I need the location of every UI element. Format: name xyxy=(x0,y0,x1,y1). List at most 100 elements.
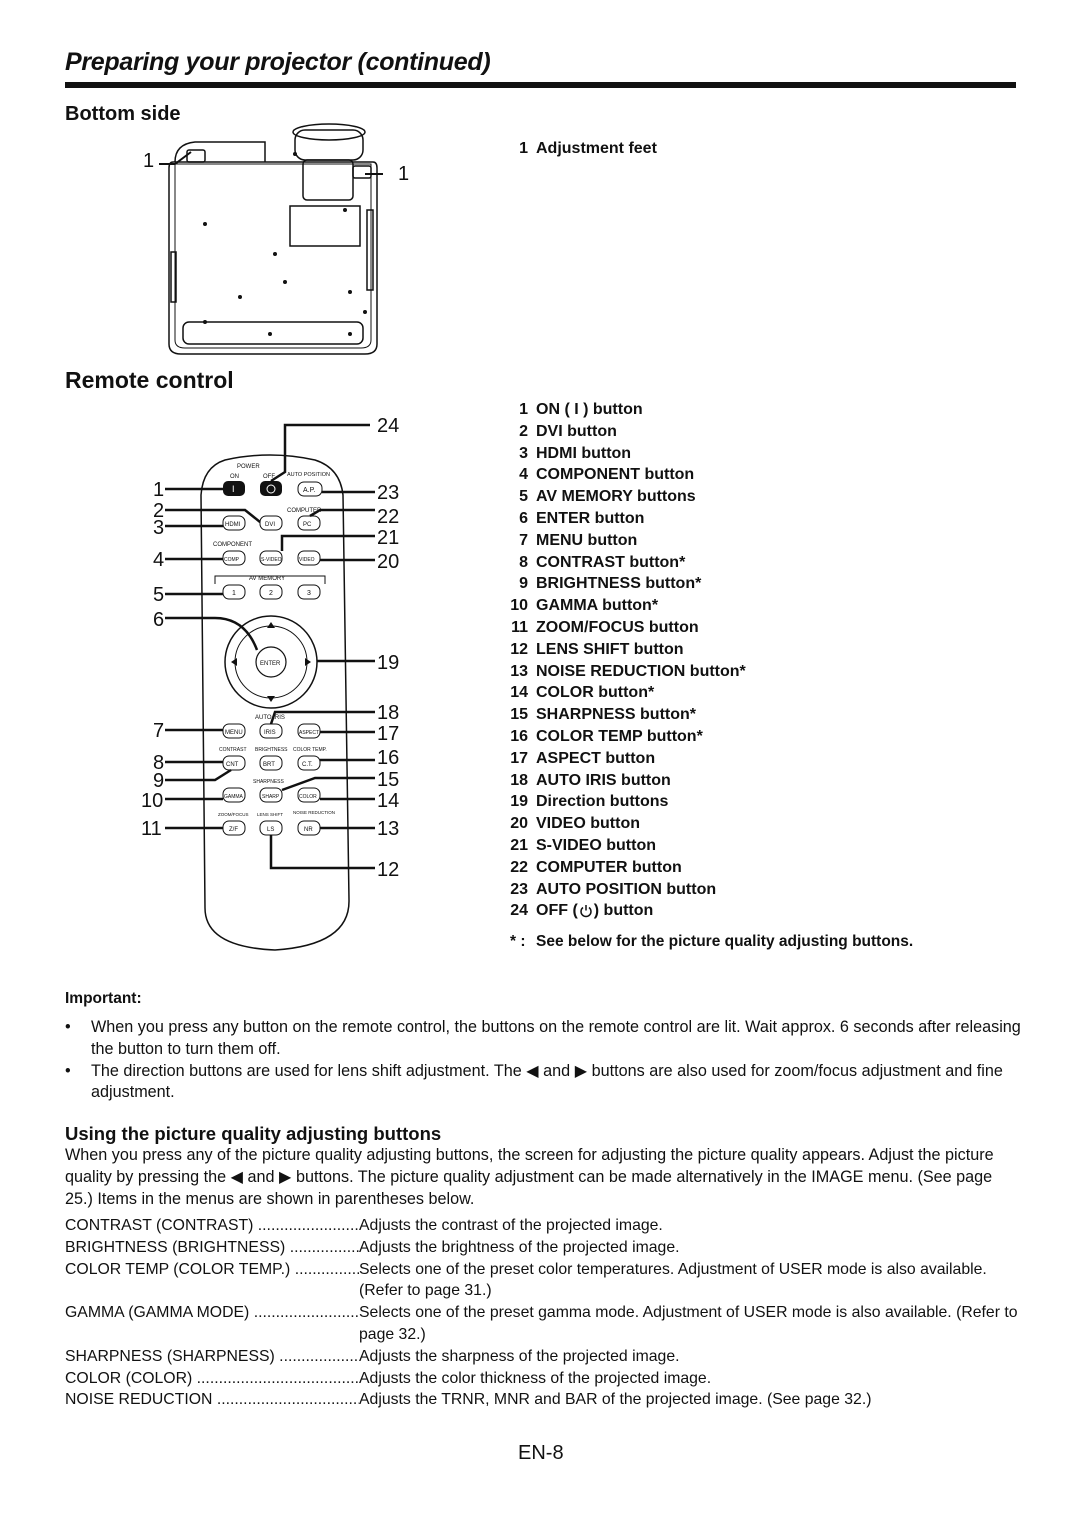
gamma-button[interactable] xyxy=(222,787,246,803)
remote-callout-2: 2 xyxy=(153,500,164,522)
remote-callout-24: 24 xyxy=(377,415,399,437)
definition-row: COLOR (COLOR)Adjusts the color thickness… xyxy=(65,1368,1020,1390)
left-arrow-icon: ◀ xyxy=(230,1167,244,1186)
right-arrow-icon: ▶ xyxy=(279,1167,292,1186)
remote-callout-17: 17 xyxy=(377,723,399,745)
definition-term: COLOR TEMP (COLOR TEMP.) xyxy=(65,1259,359,1303)
mem3-label: 3 xyxy=(307,590,311,597)
important-heading: Important: xyxy=(65,990,142,1007)
ls-label: LS xyxy=(267,827,274,833)
footnote-text: See below for the picture quality adjust… xyxy=(536,933,914,950)
item-number: 14 xyxy=(510,684,528,702)
sharp-button[interactable] xyxy=(259,787,283,803)
remote-control-heading: Remote control xyxy=(65,367,234,393)
list-item: 1 Adjustment feet xyxy=(502,138,902,160)
item-label: Direction buttons xyxy=(536,793,669,811)
remote-callout-16: 16 xyxy=(377,747,399,769)
remote-callout-10: 10 xyxy=(141,790,163,812)
remote-callout-11: 11 xyxy=(141,818,162,840)
mem3-button[interactable] xyxy=(297,584,321,600)
important-notes: • When you press any button on the remot… xyxy=(65,1017,1025,1104)
color-button[interactable] xyxy=(297,787,321,803)
mem2-label: 2 xyxy=(269,590,273,597)
bullet-dot: • xyxy=(65,1061,71,1080)
svideo-button[interactable] xyxy=(259,550,283,566)
definition-row: CONTRAST (CONTRAST)Adjusts the contrast … xyxy=(65,1215,1020,1237)
definition-row: NOISE REDUCTIONAdjusts the TRNR, MNR and… xyxy=(65,1389,1020,1411)
definition-desc: Adjusts the contrast of the projected im… xyxy=(359,1217,663,1234)
menu-label: MENU xyxy=(225,730,243,736)
definition-term: CONTRAST (CONTRAST) xyxy=(65,1215,359,1237)
off-button[interactable] xyxy=(260,481,282,496)
item-number: 16 xyxy=(510,727,528,745)
bottom-side-list: 1 Adjustment feet xyxy=(502,138,902,160)
list-item: 8 CONTRAST button* xyxy=(502,552,1022,574)
footnote-mark: * : xyxy=(510,933,526,950)
video-button[interactable] xyxy=(297,550,321,566)
bottom-callout-left: 1 xyxy=(143,150,155,172)
aspect-label: ASPECT xyxy=(299,730,319,736)
remote-callout-8: 8 xyxy=(153,752,164,774)
color-label: COLOR xyxy=(299,794,317,800)
cnt-label: CNT xyxy=(226,762,239,768)
item-label: ON ( I ) button xyxy=(536,401,643,418)
remote-callout-4: 4 xyxy=(153,549,164,571)
item-label: AUTO POSITION button xyxy=(536,880,717,898)
definition-desc: Selects one of the preset color temperat… xyxy=(359,1260,987,1300)
lens-shift-label: LENS SHIFT xyxy=(257,812,283,817)
pc-button[interactable] xyxy=(297,515,321,531)
ap-button[interactable] xyxy=(297,481,323,497)
remote-callout-5: 5 xyxy=(153,584,164,606)
item-number: 1 xyxy=(519,140,528,157)
bottom-callout-right: 1 xyxy=(398,163,410,185)
item-number: 8 xyxy=(519,553,528,571)
remote-callout-12: 12 xyxy=(377,859,399,881)
svg-text:I: I xyxy=(232,484,235,494)
item-label: CONTRAST button* xyxy=(536,553,686,571)
remote-callout-19: 19 xyxy=(377,652,399,674)
brightness-label: BRIGHTNESS xyxy=(255,747,288,753)
color-temp-label: COLOR TEMP. xyxy=(293,747,327,753)
mem2-button[interactable] xyxy=(259,584,283,600)
definition-row: BRIGHTNESS (BRIGHTNESS)Adjusts the brigh… xyxy=(65,1237,1020,1259)
brt-button[interactable] xyxy=(259,755,283,771)
remote-callout-15: 15 xyxy=(377,769,399,791)
item-label: Adjustment feet xyxy=(536,140,657,157)
item-label: BRIGHTNESS button* xyxy=(536,575,702,593)
on-button[interactable] xyxy=(223,481,245,496)
ct-button[interactable] xyxy=(297,755,321,771)
nr-label: NR xyxy=(304,827,313,833)
item-label: AV MEMORY buttons xyxy=(536,488,696,506)
remote-callout-22: 22 xyxy=(377,506,399,528)
definition-desc: Selects one of the preset gamma mode. Ad… xyxy=(359,1304,1018,1343)
definition-term: BRIGHTNESS (BRIGHTNESS) xyxy=(65,1237,359,1259)
remote-callout-14: 14 xyxy=(377,790,399,812)
remote-callout-1: 1 xyxy=(153,479,164,501)
hdmi-label: HDMI xyxy=(225,522,241,528)
right-arrow-icon: ▶ xyxy=(574,1061,588,1080)
remote-callout-13: 13 xyxy=(377,818,399,840)
zf-label: Z/F xyxy=(229,827,238,833)
enter-button[interactable] xyxy=(255,646,287,678)
item-label: S-VIDEO button xyxy=(536,836,656,854)
video-label: VIDEO xyxy=(299,557,315,563)
mem1-button[interactable] xyxy=(222,584,246,600)
item-label: VIDEO button xyxy=(536,815,640,833)
hdmi-button[interactable] xyxy=(222,515,246,531)
definition-term: COLOR (COLOR) xyxy=(65,1368,359,1390)
remote-callout-21: 21 xyxy=(377,527,399,549)
dvi-button[interactable] xyxy=(259,515,283,531)
bullet-item: • When you press any button on the remot… xyxy=(65,1017,1025,1061)
item-number: 2 xyxy=(519,422,528,440)
